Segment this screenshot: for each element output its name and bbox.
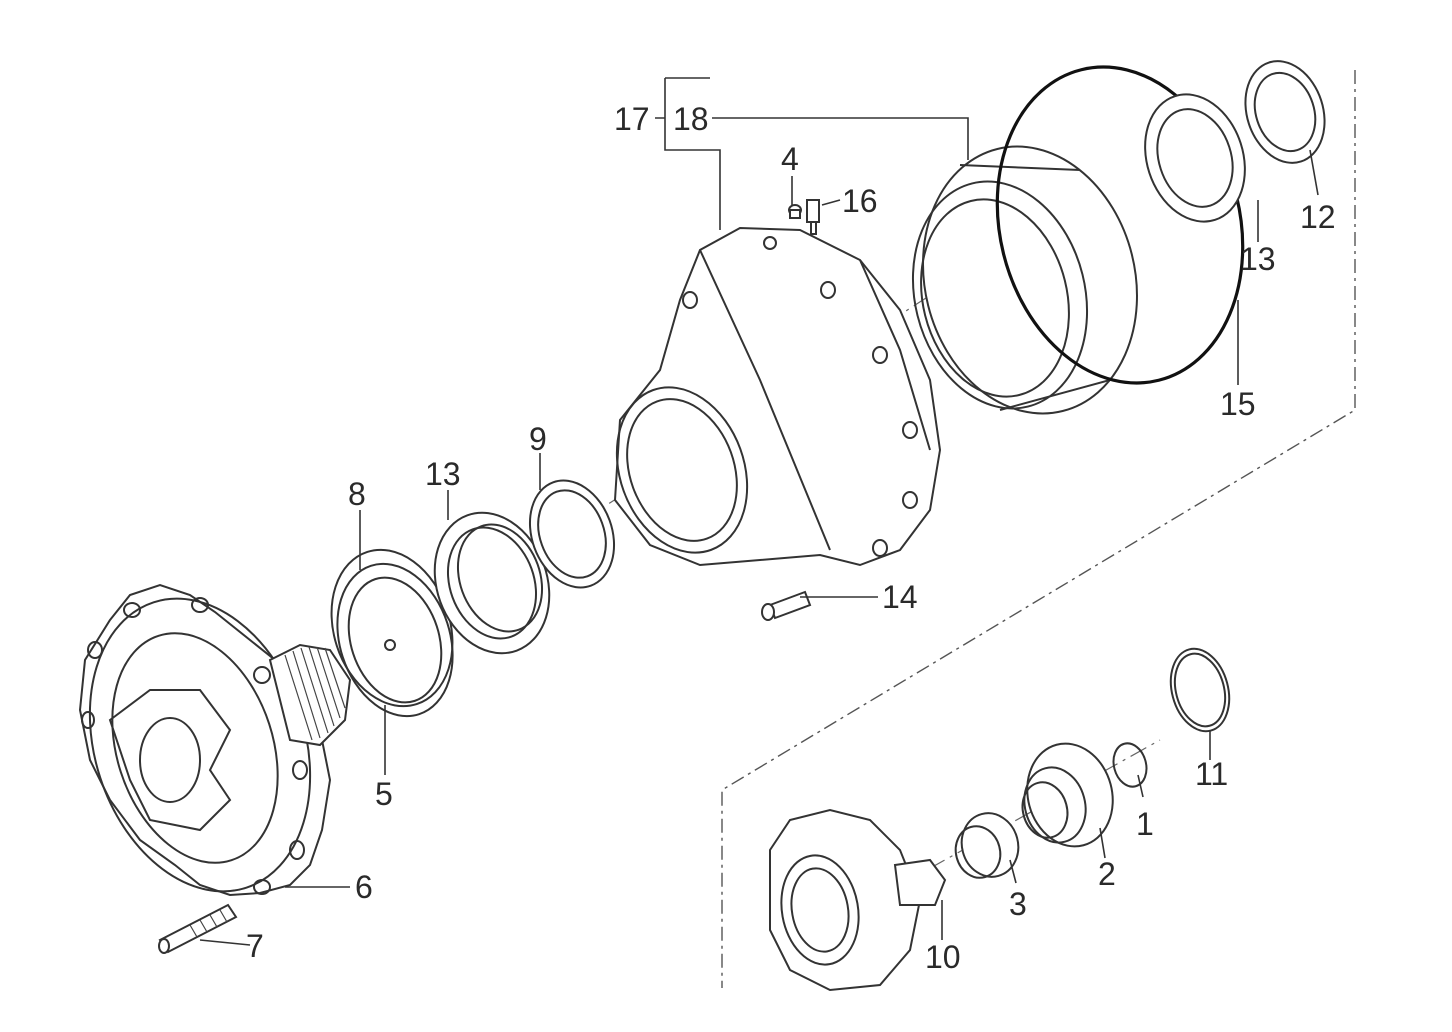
wheel-hub bbox=[78, 583, 352, 897]
label-11: 11 bbox=[1195, 756, 1228, 792]
label-3: 3 bbox=[1009, 886, 1027, 922]
sun-gear bbox=[1021, 742, 1114, 848]
label-9: 9 bbox=[529, 421, 547, 457]
label-13-upper: 13 bbox=[1240, 241, 1276, 277]
plug bbox=[788, 204, 802, 219]
breather bbox=[806, 199, 820, 235]
label-15: 15 bbox=[1220, 386, 1256, 422]
subassembly-boundary bbox=[721, 70, 1356, 988]
label-10: 10 bbox=[925, 939, 961, 975]
label-16: 16 bbox=[842, 183, 878, 219]
locknut bbox=[1244, 60, 1326, 164]
label-17: 17 bbox=[614, 101, 650, 137]
spacer-ring bbox=[528, 479, 616, 589]
planetary-housing bbox=[613, 226, 942, 567]
label-4: 4 bbox=[781, 141, 799, 177]
label-18: 18 bbox=[673, 101, 709, 137]
snap-ring-large bbox=[1169, 647, 1231, 733]
label-5: 5 bbox=[375, 776, 393, 812]
bearing-upper bbox=[1144, 93, 1246, 223]
bushing bbox=[954, 812, 1020, 879]
stud bbox=[158, 903, 238, 954]
planet-carrier bbox=[769, 808, 947, 992]
label-2: 2 bbox=[1098, 856, 1116, 892]
label-8: 8 bbox=[348, 476, 366, 512]
label-6: 6 bbox=[355, 869, 373, 905]
circlip bbox=[1112, 742, 1148, 788]
bolt bbox=[761, 590, 812, 621]
label-14: 14 bbox=[882, 579, 918, 615]
label-1: 1 bbox=[1136, 806, 1154, 842]
seal-cover bbox=[336, 562, 454, 718]
leader-lines bbox=[199, 77, 1319, 946]
label-12: 12 bbox=[1300, 199, 1336, 235]
label-7: 7 bbox=[246, 928, 264, 964]
ring-gear bbox=[911, 145, 1138, 415]
lower-axis bbox=[899, 739, 1161, 886]
label-13-lower: 13 bbox=[425, 456, 461, 492]
